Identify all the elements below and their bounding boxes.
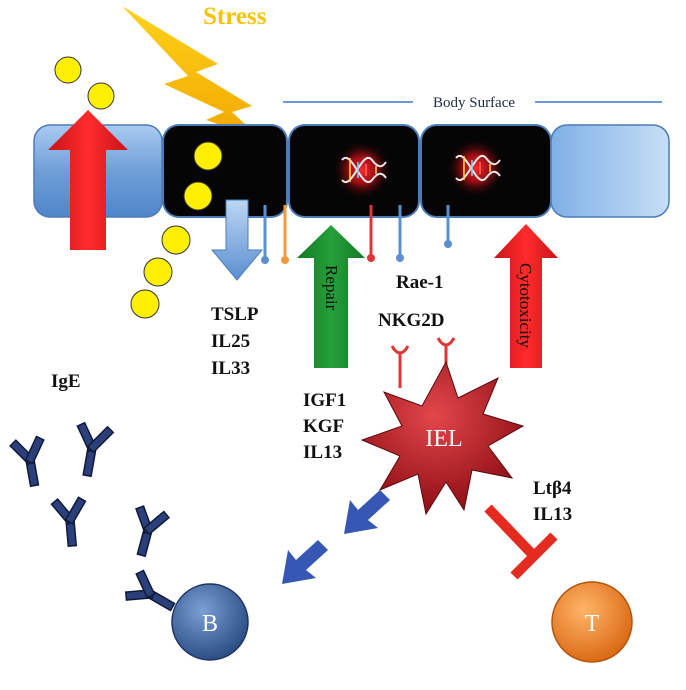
cytokine-label: IGF1 xyxy=(303,390,346,411)
body-surface-label: Body Surface xyxy=(433,95,515,111)
yellow-dot xyxy=(54,56,82,84)
cytotoxicity-label: Cytotoxicity xyxy=(516,263,535,349)
antibody-icon xyxy=(9,435,45,488)
antibody-icon xyxy=(124,569,176,612)
iel-cell xyxy=(360,360,525,516)
cytokine-label: IL13 xyxy=(303,442,342,463)
cytokine-label: KGF xyxy=(303,416,344,437)
t-cell xyxy=(551,581,633,663)
epithelial-layer xyxy=(33,124,670,218)
antibody-icon xyxy=(76,421,115,478)
t-cell-label: T xyxy=(585,611,600,637)
cytokine-label: IL25 xyxy=(211,331,250,352)
repair-label: Repair xyxy=(322,265,341,311)
epithelial-cell-2-stressed xyxy=(162,124,288,218)
dna-damage-icon xyxy=(332,140,392,200)
epithelial-cytokine-list: TSLP IL25 IL33 xyxy=(211,304,259,379)
yellow-dot xyxy=(87,82,115,110)
b-cell xyxy=(171,583,249,661)
t-cytokine-list: Ltβ4 IL13 xyxy=(533,478,572,525)
iel-cytokine-list: IGF1 KGF IL13 xyxy=(303,390,346,463)
cytokine-release-arrow xyxy=(210,199,264,281)
receptors xyxy=(261,205,452,264)
yellow-dot xyxy=(143,257,173,287)
antibodies xyxy=(9,421,176,612)
antibody-icon xyxy=(50,496,87,548)
yellow-dot xyxy=(183,181,213,211)
cytokine-label: IL33 xyxy=(211,358,250,379)
rae1-label: Rae-1 xyxy=(396,272,443,293)
blue-arrow-1 xyxy=(344,490,390,534)
ige-label: IgE xyxy=(51,371,81,392)
b-cell-label: B xyxy=(202,611,218,637)
cytotoxicity-arrow xyxy=(494,224,558,368)
cytokine-label: IL13 xyxy=(533,504,572,525)
blue-arrow-2 xyxy=(282,540,328,584)
yellow-dot xyxy=(161,225,191,255)
antibody-icon xyxy=(135,505,171,558)
nkg2d-label: NKG2D xyxy=(378,310,445,331)
repair-arrow xyxy=(297,225,365,368)
inhibition-arrow xyxy=(484,504,558,580)
epithelial-cell-5 xyxy=(550,124,670,218)
iel-label: IEL xyxy=(425,426,462,452)
red-up-arrow xyxy=(48,110,128,250)
yellow-dot xyxy=(130,289,160,319)
cytokine-label: Ltβ4 xyxy=(533,478,572,499)
dna-damage-icon-2 xyxy=(446,138,506,198)
yellow-dot xyxy=(193,141,223,171)
stress-granules xyxy=(54,56,223,319)
cytokine-label: TSLP xyxy=(211,304,259,325)
stress-label: Stress xyxy=(203,3,267,30)
lightning-bolt-icon xyxy=(122,6,260,138)
